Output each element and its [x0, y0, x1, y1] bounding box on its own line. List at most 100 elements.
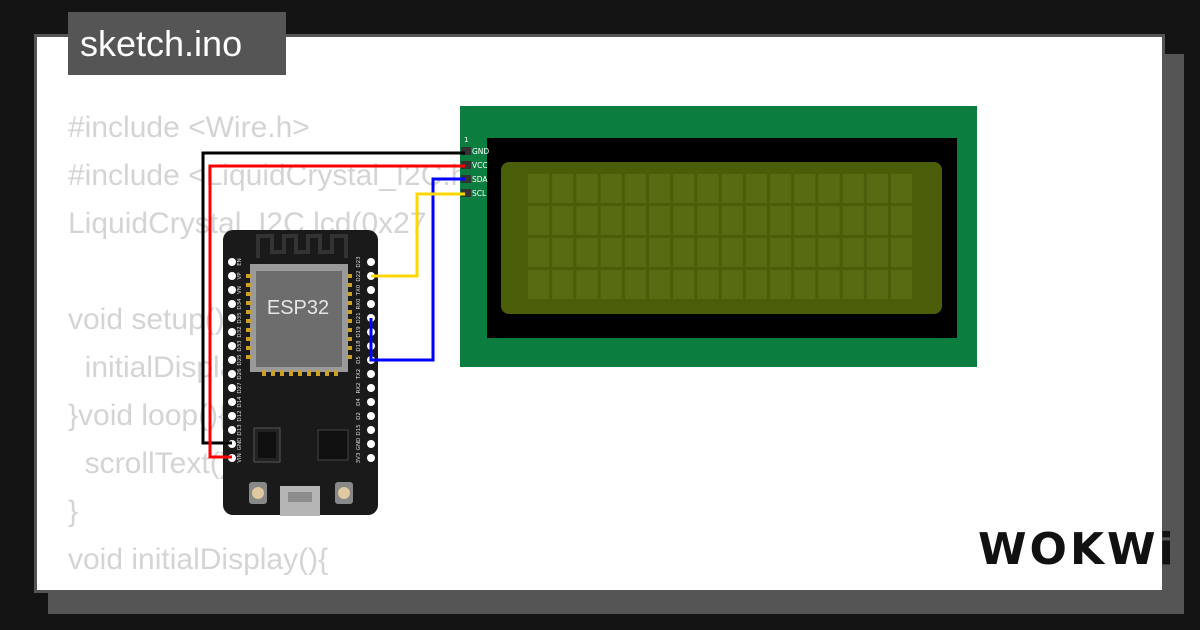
en-button-cap[interactable] — [252, 487, 264, 499]
right-pin-label: 3V3 — [356, 452, 362, 463]
left-pin[interactable] — [228, 356, 236, 364]
code-line: #include <Wire.h> — [68, 111, 310, 144]
wire-scl[interactable] — [371, 192, 465, 278]
lcd-char-cell — [770, 206, 792, 235]
wokwi-logo: WOKWi — [978, 524, 1177, 575]
lcd-char-cell — [818, 174, 840, 203]
left-pin-label: D25 — [237, 354, 243, 366]
right-pin-header: D23D22TX0RX0D21D19D18D5TX2RX2D4D2D15GND3… — [356, 256, 375, 463]
right-pin[interactable] — [367, 370, 375, 378]
left-pin[interactable] — [228, 300, 236, 308]
lcd-module[interactable]: 1 GND VCC SDA SCL — [460, 106, 977, 367]
left-pin-label: D33 — [237, 340, 243, 352]
pin-scl[interactable] — [461, 189, 471, 197]
left-pin[interactable] — [228, 328, 236, 336]
boot-button-cap[interactable] — [338, 487, 350, 499]
right-pin-label: RX0 — [356, 298, 362, 310]
wire-gnd[interactable] — [201, 151, 465, 445]
left-pin-label: D34 — [237, 298, 243, 310]
vcc-label: VCC — [472, 161, 488, 170]
lcd-char-cell — [649, 174, 671, 203]
lcd-char-cell — [866, 174, 888, 203]
pin-sda[interactable] — [461, 175, 471, 183]
module-pad — [347, 301, 352, 305]
lcd-char-cell — [697, 270, 719, 299]
module-pad — [246, 310, 251, 314]
right-pin[interactable] — [367, 412, 375, 420]
lcd-char-cell — [818, 270, 840, 299]
esp32-board[interactable]: ESP32 ENVPVND34D35D32D33D25D26D27D14D12D… — [223, 230, 378, 516]
code-line: void initialDisplay(){ — [68, 543, 329, 576]
file-tab[interactable]: sketch.ino — [68, 12, 286, 75]
module-pad — [246, 283, 251, 287]
lcd-char-cell — [697, 174, 719, 203]
lcd-char-cell — [842, 206, 864, 235]
left-pin[interactable] — [228, 342, 236, 350]
left-pin[interactable] — [228, 286, 236, 294]
right-pin[interactable] — [367, 398, 375, 406]
right-pin[interactable] — [367, 286, 375, 294]
wire-vcc[interactable] — [208, 164, 465, 459]
right-pin-label: D5 — [356, 356, 362, 364]
module-pad — [325, 370, 329, 376]
lcd-char-cell — [552, 238, 574, 267]
lcd-char-cell — [649, 238, 671, 267]
wire-sda[interactable] — [369, 177, 465, 362]
left-pin[interactable] — [228, 426, 236, 434]
lcd-char-cell — [528, 238, 550, 267]
left-pin[interactable] — [228, 370, 236, 378]
lcd-char-cell — [649, 206, 671, 235]
right-pin-label: D21 — [356, 312, 362, 323]
right-pin[interactable] — [367, 454, 375, 462]
lcd-char-cell — [624, 238, 646, 267]
right-pin[interactable] — [367, 384, 375, 392]
usb-port-opening — [288, 492, 312, 502]
lcd-char-cell — [842, 174, 864, 203]
module-pad — [347, 355, 352, 359]
module-pad — [347, 337, 352, 341]
lcd-char-cell — [528, 206, 550, 235]
lcd-char-cell — [576, 238, 598, 267]
left-pin[interactable] — [228, 314, 236, 322]
left-pin[interactable] — [228, 384, 236, 392]
module-pad — [246, 337, 251, 341]
pin-gnd[interactable] — [461, 147, 471, 155]
lcd-char-cell — [745, 206, 767, 235]
module-pad — [347, 346, 352, 350]
lcd-char-cell — [576, 270, 598, 299]
module-pad — [347, 328, 352, 332]
lcd-char-cell — [842, 270, 864, 299]
left-pin-label: D13 — [237, 424, 243, 436]
right-pin[interactable] — [367, 440, 375, 448]
lcd-char-cell — [818, 206, 840, 235]
left-pin[interactable] — [228, 412, 236, 420]
left-pin-header: ENVPVND34D35D32D33D25D26D27D14D12D13GNDV… — [228, 258, 243, 463]
lcd-char-cell — [891, 270, 913, 299]
right-pin[interactable] — [367, 426, 375, 434]
sda-label: SDA — [472, 175, 488, 184]
left-pin-label: D26 — [237, 368, 243, 380]
pin-1-label: 1 — [464, 136, 468, 144]
module-pad — [316, 370, 320, 376]
lcd-char-cell — [770, 174, 792, 203]
left-pin[interactable] — [228, 398, 236, 406]
module-pad — [347, 319, 352, 323]
module-pad — [347, 310, 352, 314]
left-pin[interactable] — [228, 272, 236, 280]
right-pin-label: TX2 — [356, 369, 362, 381]
pin-vcc[interactable] — [461, 161, 471, 169]
lcd-char-cell — [673, 270, 695, 299]
module-pad — [280, 370, 284, 376]
lcd-char-cell — [697, 206, 719, 235]
lcd-char-cell — [891, 174, 913, 203]
lcd-char-cell — [794, 174, 816, 203]
right-pin[interactable] — [367, 300, 375, 308]
right-pin[interactable] — [367, 258, 375, 266]
left-pin-label: VIN — [237, 453, 243, 463]
module-pad — [246, 319, 251, 323]
left-pin-label: D14 — [237, 396, 243, 408]
left-pin[interactable] — [228, 258, 236, 266]
lcd-char-cell — [552, 270, 574, 299]
lcd-char-cell — [866, 206, 888, 235]
